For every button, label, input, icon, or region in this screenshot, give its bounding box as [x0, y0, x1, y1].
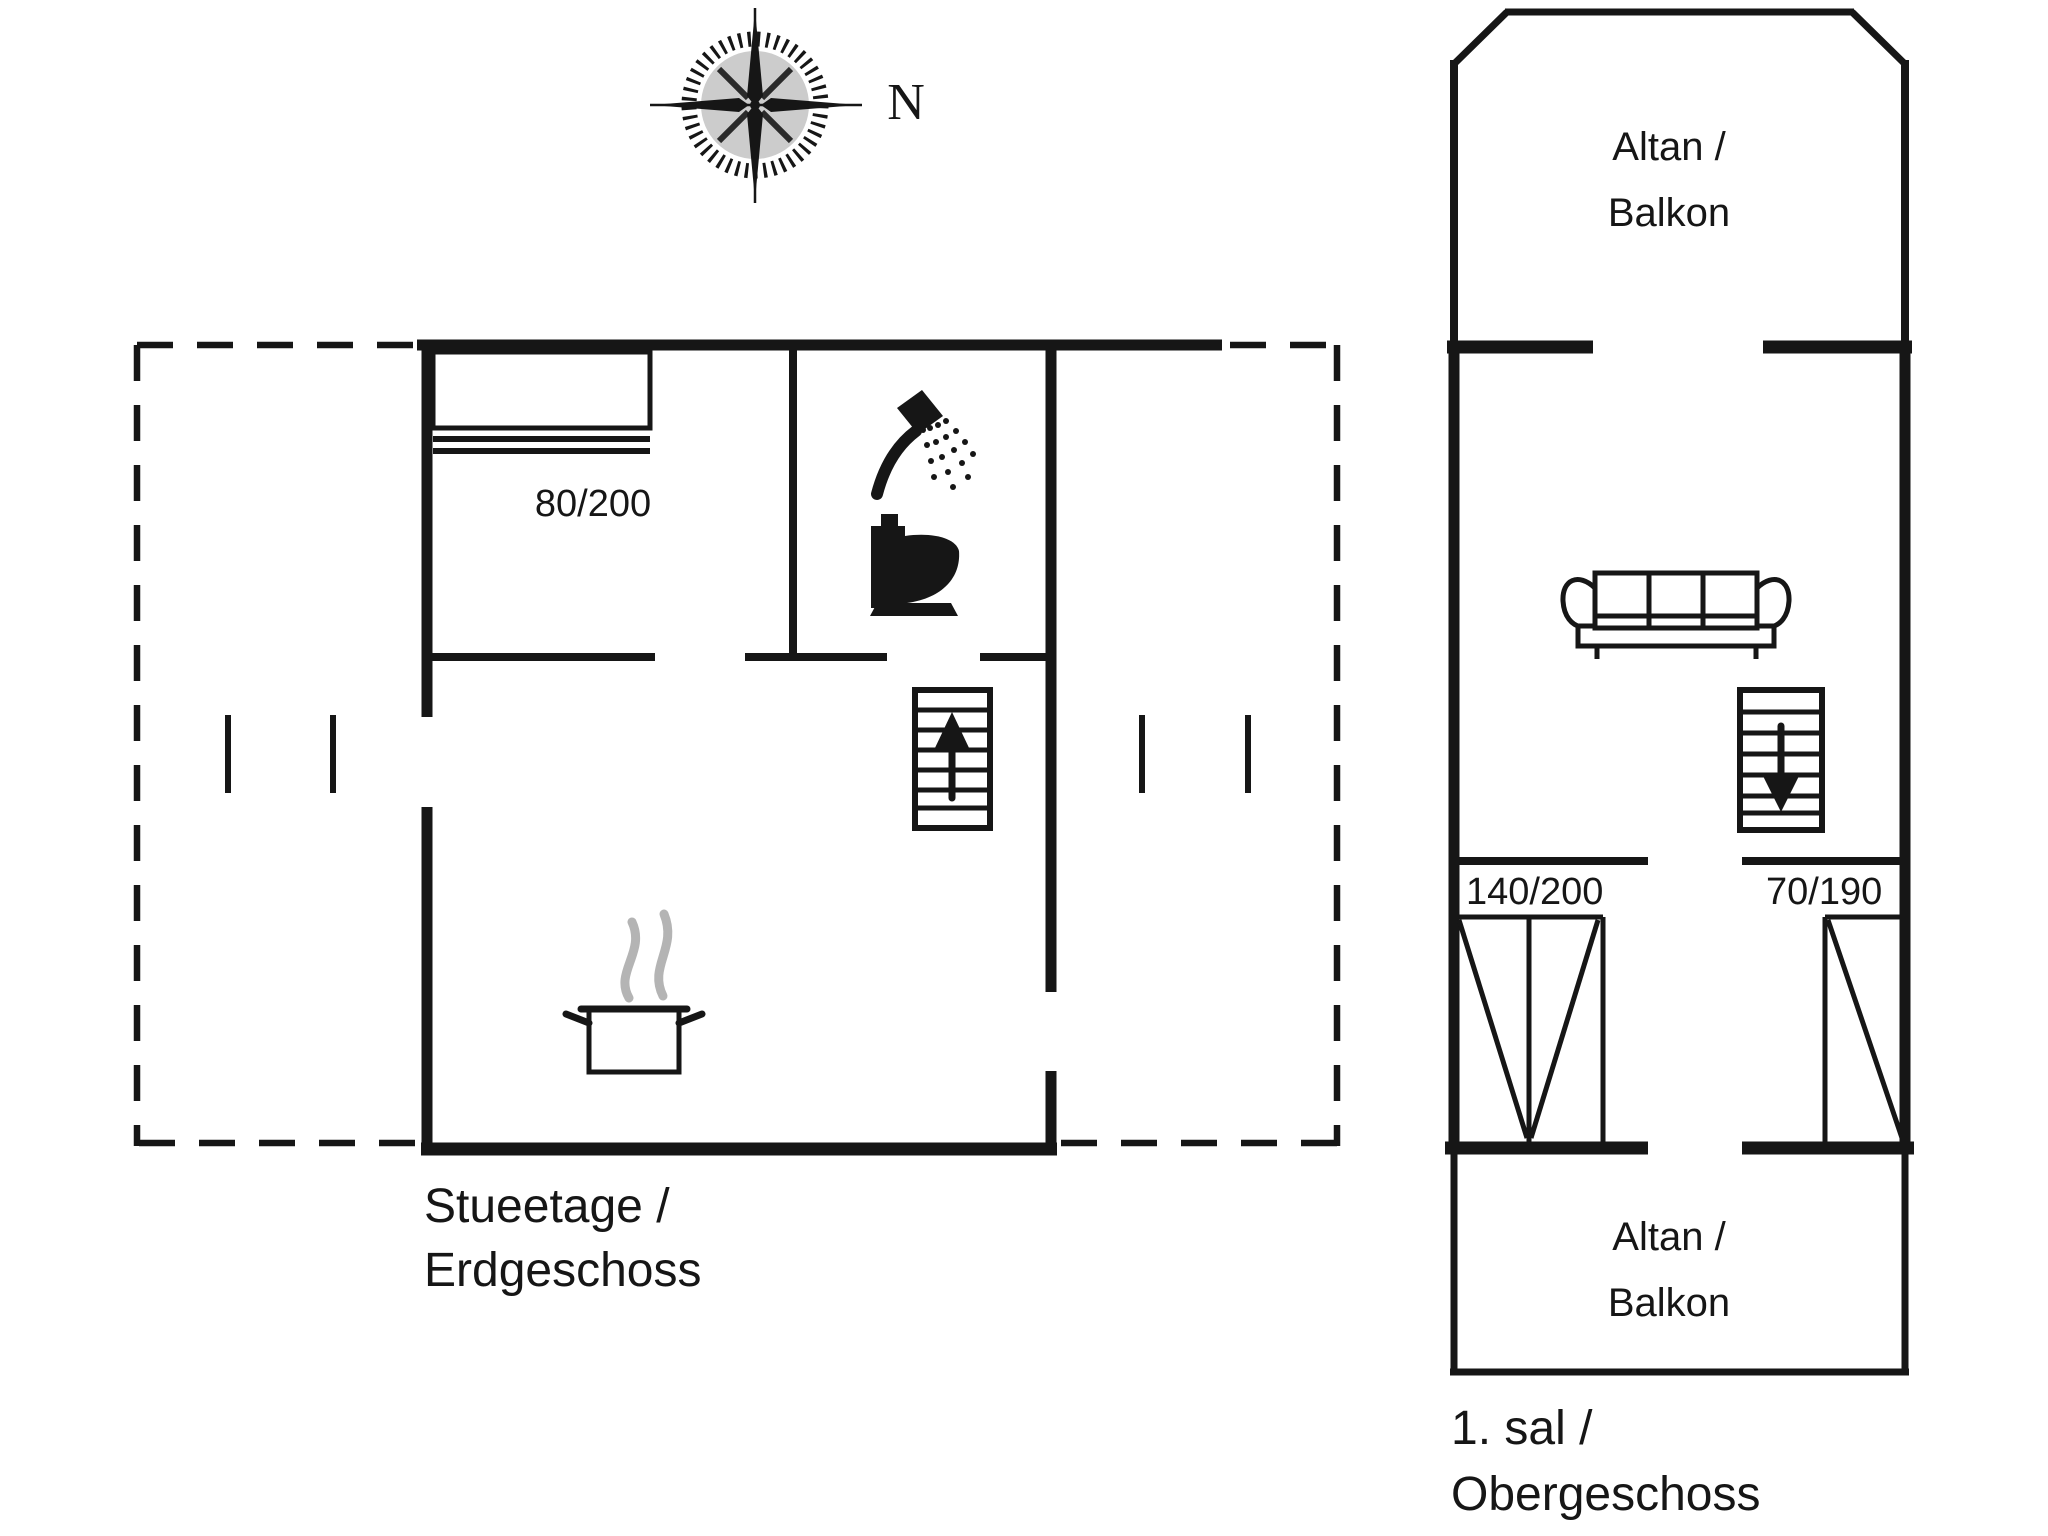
stairs-up-icon — [912, 687, 993, 831]
sofa-icon — [1560, 570, 1792, 659]
upper-floor-plan: Altan / Balkon — [1445, 8, 1914, 1521]
ground-floor-label-line2: Erdgeschoss — [424, 1244, 701, 1297]
ground-floor-label-line1: Stueetage / — [424, 1180, 670, 1233]
upper-floor-label-line1: 1. sal / — [1451, 1402, 1593, 1455]
bed-dimension-label: 80/200 — [535, 483, 651, 525]
compass-e-spike — [761, 98, 858, 112]
toilet-bowl — [905, 534, 960, 603]
shower-hose — [871, 425, 922, 500]
toilet-tank — [871, 526, 905, 608]
balcony-bottom-label-line1: Altan / — [1612, 1215, 1726, 1259]
terrace-dashed-outline — [133, 341, 1341, 1147]
ground-exterior-walls — [417, 339, 1222, 1156]
compass-nw-point — [716, 66, 751, 101]
shower-head — [897, 390, 943, 434]
stairs-down-icon — [1737, 687, 1825, 833]
toilet-base — [870, 603, 958, 616]
shower-icon — [871, 390, 976, 500]
upper-exterior-walls — [1445, 340, 1914, 1155]
pot-handle-right — [675, 1010, 706, 1027]
toilet-icon — [870, 514, 960, 616]
compass-s-spike — [747, 104, 763, 200]
sofa-seats — [1592, 570, 1760, 631]
single-bed-symbol — [1822, 914, 1905, 1142]
pot-body — [586, 1005, 682, 1075]
balcony-bottom — [1450, 1152, 1909, 1376]
compass-rose-icon — [650, 8, 862, 203]
upper-floor-label-line2: Obergeschoss — [1451, 1468, 1761, 1521]
balcony-top-label-line1: Altan / — [1612, 125, 1726, 169]
balcony-top — [1450, 8, 1909, 347]
compass-sw-point — [716, 109, 751, 144]
ground-interior-walls — [427, 345, 1051, 661]
north-label: N — [887, 74, 925, 131]
double-bed-diagonal-right — [1528, 919, 1601, 1139]
compass-se-point — [759, 109, 794, 144]
compass-w-spike — [652, 98, 749, 112]
double-bed-dimension-label: 140/200 — [1466, 871, 1603, 913]
compass-center-dot — [750, 100, 760, 110]
shower-spray — [920, 418, 976, 490]
balcony-bottom-label-line2: Balkon — [1608, 1281, 1730, 1325]
toilet-button — [881, 514, 898, 527]
stairs-up-arrow-head — [934, 712, 970, 750]
door-opening-ticks — [225, 715, 1251, 793]
bed-symbol — [430, 349, 653, 454]
bed-outline — [430, 349, 653, 431]
pot-handle-left — [562, 1010, 593, 1027]
single-bed-dimension-label: 70/190 — [1766, 871, 1882, 913]
cooking-pot-icon — [562, 1005, 706, 1075]
stairs-up-outline — [912, 687, 993, 831]
double-bed-diagonal-left — [1456, 919, 1530, 1139]
compass-n-spike — [747, 10, 763, 106]
compass-ne-point — [759, 66, 794, 101]
stairs-down-arrow-head — [1763, 776, 1799, 812]
steam-icon — [620, 909, 673, 1003]
stairs-down-outline — [1737, 687, 1825, 833]
ground-floor-plan: 80/200 — [133, 339, 1341, 1297]
balcony-top-label-line2: Balkon — [1608, 191, 1730, 235]
double-bed-symbol — [1454, 914, 1606, 1142]
single-bed-diagonal — [1825, 919, 1905, 1139]
